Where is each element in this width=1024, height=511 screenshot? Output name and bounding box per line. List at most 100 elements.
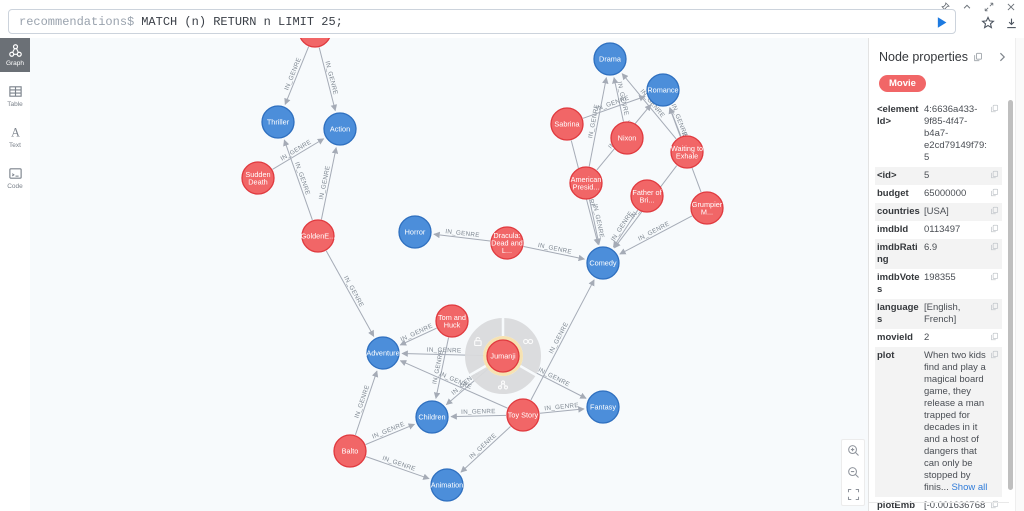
run-query-button[interactable]: [934, 14, 950, 30]
sidebar-tab-label: Table: [7, 101, 23, 108]
expand-graph-icon[interactable]: [497, 380, 509, 390]
favorite-star-button[interactable]: [981, 16, 995, 30]
graph-node-balto[interactable]: Balto: [333, 434, 367, 468]
property-key: plotEmbedding: [877, 500, 915, 511]
graph-edge-american-president-comedy[interactable]: [589, 199, 602, 246]
copy-icon[interactable]: [990, 350, 1000, 494]
zoom-out-button[interactable]: [847, 466, 860, 479]
copy-icon[interactable]: [990, 272, 1000, 296]
copy-icon[interactable]: [990, 188, 1000, 200]
svg-text:A: A: [11, 126, 20, 140]
collapse-icon[interactable]: [962, 2, 972, 12]
relationship-label: IN_GENRE: [461, 408, 496, 416]
unlock-icon[interactable]: [474, 336, 482, 347]
graph-edge-sudden-death-action[interactable]: [272, 138, 325, 170]
graph-edge-american-president-drama[interactable]: [588, 77, 609, 167]
graph-edge-dracula-horror[interactable]: [433, 231, 491, 242]
copy-icon[interactable]: [990, 224, 1000, 236]
graph-edge-toy-story-comedy[interactable]: [530, 279, 595, 401]
graph-node-drama[interactable]: Drama: [593, 42, 627, 76]
node-caption: Thriller: [267, 118, 290, 127]
graph-edge-movie-top-action[interactable]: [318, 47, 338, 112]
sidebar-tab-code[interactable]: Code: [0, 161, 30, 195]
graph-node-sabrina[interactable]: Sabrina: [550, 107, 584, 141]
zoom-to-fit-button[interactable]: [847, 488, 860, 501]
graph-node-comedy[interactable]: Comedy: [586, 246, 620, 280]
node-caption: Adventure: [366, 349, 399, 358]
graph-edge-goldeneye-thriller[interactable]: [283, 139, 313, 221]
copy-icon[interactable]: [990, 104, 1000, 164]
copy-icon[interactable]: [990, 242, 1000, 266]
graph-edge-balto-animation[interactable]: [365, 456, 430, 480]
graph-edge-dracula-comedy[interactable]: [523, 245, 586, 262]
graph-edge-toy-story-adventure[interactable]: [399, 360, 508, 409]
sidebar-tab-table[interactable]: Table: [0, 79, 30, 113]
graph-edge-toy-story-animation[interactable]: [460, 426, 511, 473]
sidebar-tab-graph[interactable]: Graph: [0, 38, 30, 72]
copy-icon[interactable]: [990, 302, 1000, 326]
property-key: plot: [877, 350, 895, 361]
graph-edge-movie-top-thriller[interactable]: [284, 46, 310, 106]
copy-icon[interactable]: [990, 206, 1000, 218]
copy-icon[interactable]: [990, 332, 1000, 344]
graph-node-toy-story[interactable]: Toy Story: [506, 398, 540, 432]
graph-edge-sabrina-romance[interactable]: [582, 95, 646, 119]
node-caption: Balto: [342, 447, 359, 456]
graph-edge-tom-and-huck-adventure[interactable]: [399, 327, 437, 346]
relationship-label: IN_GENRE: [548, 321, 570, 355]
property-row-element-id: <element Id>4:6636a433-9f85-4f47-b4a7-e2…: [875, 101, 1002, 167]
copy-icon[interactable]: [973, 52, 983, 62]
property-key: languages: [877, 302, 919, 325]
graph-node-children[interactable]: Children: [415, 400, 449, 434]
graph-edge-father-of-bride-comedy[interactable]: [613, 209, 639, 248]
download-button[interactable]: [1005, 17, 1018, 30]
graph-node-action[interactable]: Action: [323, 112, 357, 146]
graph-edge-toy-story-children[interactable]: [450, 413, 507, 420]
chevron-right-icon[interactable]: [996, 51, 1008, 63]
fullscreen-icon[interactable]: [984, 2, 994, 12]
graph-node-thriller[interactable]: Thriller: [261, 105, 295, 139]
graph-node-adventure[interactable]: Adventure: [366, 336, 400, 370]
graph-edge-goldeneye-action[interactable]: [320, 146, 339, 220]
panel-scrollbar[interactable]: [1008, 100, 1013, 490]
show-all-link[interactable]: Show all: [951, 482, 988, 493]
graph-node-animation[interactable]: Animation: [430, 468, 464, 502]
relationship-label: IN_GENRE: [283, 57, 303, 92]
zoom-in-button[interactable]: [847, 444, 860, 457]
graph-edge-grumpier-old-men-comedy[interactable]: [619, 215, 693, 255]
copy-icon[interactable]: [990, 500, 1000, 511]
graph-edge-toy-story-fantasy[interactable]: [539, 406, 585, 414]
graph-node-nixon[interactable]: Nixon: [610, 121, 644, 155]
graph-edge-balto-adventure[interactable]: [354, 370, 379, 436]
graph-node-movie-top[interactable]: [299, 38, 331, 48]
copy-icon[interactable]: [990, 170, 1000, 182]
connections-icon[interactable]: [523, 338, 534, 345]
relationship-label: IN_GENRE: [537, 242, 572, 256]
graph-edge-nixon-drama[interactable]: [612, 76, 624, 122]
graph-node-jumanji[interactable]: Jumanji: [483, 336, 523, 376]
graph-node-horror[interactable]: Horror: [398, 215, 432, 249]
window-scrollbar[interactable]: [1015, 38, 1024, 511]
graph-node-romance[interactable]: Romance: [646, 73, 680, 107]
graph-edge-tom-and-huck-children[interactable]: [433, 337, 450, 400]
query-editor[interactable]: recommendations$ MATCH (n) RETURN n LIMI…: [8, 9, 956, 34]
graph-edge-goldeneye-adventure[interactable]: [325, 250, 375, 337]
node-label-badge[interactable]: Movie: [879, 75, 926, 92]
graph-edge-balto-children[interactable]: [365, 423, 416, 445]
node-caption: Children: [418, 413, 445, 422]
close-icon[interactable]: [1006, 2, 1016, 12]
graph-node-fantasy[interactable]: Fantasy: [586, 390, 620, 424]
graph-node-goldeneye[interactable]: GoldenE...: [301, 219, 335, 253]
